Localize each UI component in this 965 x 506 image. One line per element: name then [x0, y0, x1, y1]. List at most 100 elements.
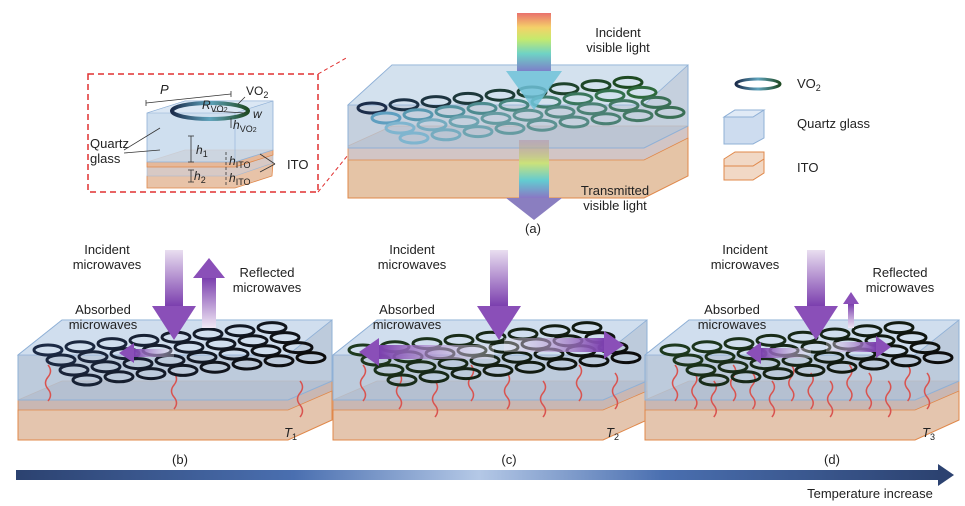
h-ito-label-upper: hITO — [229, 154, 251, 170]
heat-wave-icon — [865, 372, 873, 410]
vo2-ring — [434, 105, 466, 119]
vo2-ring — [922, 351, 954, 365]
vo2-ring — [405, 360, 437, 374]
heat-wave-icon — [710, 380, 718, 418]
absorbed-microwave-shaft-left — [379, 345, 494, 359]
heat-wave-icon — [923, 372, 931, 410]
vo2-ring — [819, 327, 851, 341]
heat-wave-icon — [611, 372, 619, 410]
vo2-ring — [685, 363, 717, 377]
heat-wave-icon — [575, 364, 583, 402]
vo2-ring — [45, 353, 77, 367]
vo2-ring — [544, 105, 576, 119]
vo2-ring — [58, 363, 90, 377]
vo2-ring — [749, 357, 781, 371]
period-dimension — [145, 93, 232, 104]
reflected-microwave-arrowhead — [193, 258, 225, 278]
vo2-ring — [794, 363, 826, 377]
vo2-ring — [402, 108, 434, 122]
vo2-ring — [128, 333, 160, 347]
vo2-ring — [723, 337, 755, 351]
vo2-ring — [672, 353, 704, 367]
vo2-ring — [512, 108, 544, 122]
vo2-ring — [462, 125, 494, 139]
incident-microwave-shaft — [807, 250, 825, 306]
reflected-microwave-shaft — [202, 278, 216, 328]
absorbed-microwave-arrowhead-right — [876, 336, 891, 358]
vo2-ring — [484, 88, 516, 102]
vo2-ring — [263, 354, 295, 368]
heat-wave-icon — [884, 380, 892, 418]
heat-wave-icon — [467, 364, 475, 402]
slab-a-rings — [356, 75, 686, 145]
vo2-ring — [452, 91, 484, 105]
vo2-ring — [580, 79, 612, 93]
vo2-ring — [539, 324, 571, 338]
caption-b: (b) — [172, 452, 188, 467]
vo2-ring — [186, 350, 218, 364]
vo2-ring — [256, 321, 288, 335]
heat-wave-icon — [788, 364, 795, 402]
radius-label: RVO2 — [202, 98, 228, 114]
heat-wave-icon — [503, 372, 511, 410]
incident-microwave-arrowhead — [477, 306, 521, 340]
vo2-ring — [373, 363, 405, 377]
panel-a-slab — [346, 13, 690, 220]
incident-microwave-arrowhead — [794, 306, 838, 340]
dashed-box — [87, 73, 319, 193]
vo2-ring — [167, 363, 199, 377]
heat-wave-icon — [671, 364, 679, 402]
vo2-ring — [64, 340, 96, 354]
vo2-ring — [448, 115, 480, 129]
vo2-ring — [370, 111, 402, 125]
vo2-ring — [576, 102, 608, 116]
vo2-ring — [594, 89, 626, 103]
vo2-ring — [388, 98, 420, 112]
vo2-ring — [122, 357, 154, 371]
vo2-ring — [480, 111, 512, 125]
b-temperature-label: T1 — [284, 425, 297, 442]
caption-d: (d) — [824, 452, 840, 467]
microwave-panels — [16, 250, 961, 441]
incident-light-arrowhead — [506, 71, 562, 110]
vo2-ring — [704, 350, 736, 364]
vo2-ring — [498, 98, 530, 112]
vo2-ring — [96, 337, 128, 351]
temperature-arrow-shaft — [16, 470, 941, 480]
c-temperature-label: T2 — [606, 425, 619, 442]
heat-wave-icon — [395, 372, 403, 410]
heat-wave-icon — [904, 364, 911, 402]
vo2-ring — [237, 334, 269, 348]
vo2-ring — [77, 350, 109, 364]
vo2-ring — [430, 128, 462, 142]
incident-microwave-shaft — [490, 250, 508, 306]
d-temperature-label: T3 — [922, 425, 935, 442]
width-label: w — [253, 107, 262, 121]
absorbed-microwave-shaft — [134, 349, 174, 357]
vo2-ring — [717, 360, 749, 374]
incident-microwave-arrowhead — [152, 306, 196, 340]
vo2-ring — [698, 373, 730, 387]
legend-vo2-label: VO2 — [797, 76, 821, 93]
absorbed-microwave-arrowhead-left — [359, 338, 379, 366]
vo2-ring — [295, 351, 327, 365]
legend-quartz-label: Quartz glass — [797, 116, 870, 131]
heat-wave-icon — [431, 380, 439, 418]
absorbed-microwave-shaft-left — [761, 348, 811, 358]
vo2-ring — [659, 343, 691, 357]
incident-microwave-shaft — [165, 250, 183, 306]
absorbed-microwave-shaft-right — [504, 338, 604, 352]
vo2-label: VO2 — [246, 84, 269, 100]
reflected-microwave-shaft — [848, 304, 854, 328]
absorbed-microwave-shaft-right — [826, 342, 876, 352]
reflected-microwave-arrowhead — [843, 292, 859, 304]
temperature-increase-label: Temperature increase — [807, 486, 933, 501]
heat-wave-icon — [691, 372, 698, 410]
unit-cell-inset — [87, 56, 349, 193]
h-vo2-label: hVO2 — [233, 118, 257, 134]
vo2-ring — [199, 360, 231, 374]
